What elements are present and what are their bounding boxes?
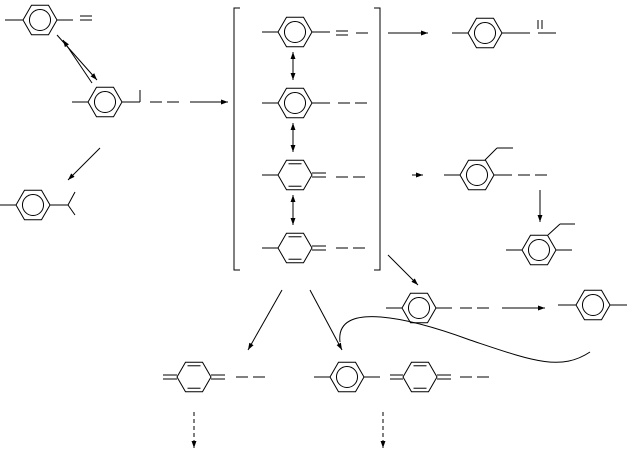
- quinoid-ring: [277, 159, 313, 191]
- molecules: [0, 4, 627, 393]
- exocyclic-double-bond: [312, 172, 326, 178]
- aromatic-circle: [28, 8, 52, 32]
- exocyclic-double-bond: [211, 374, 225, 380]
- reaction-arrow: [67, 147, 101, 181]
- double-bond: [336, 30, 348, 36]
- aromatic-circle: [21, 193, 45, 217]
- ring-outline: [277, 159, 313, 191]
- benzene-ring: [401, 292, 437, 324]
- other-marks: [233, 7, 591, 363]
- branch-bond: [67, 204, 76, 216]
- benzene-ring: [467, 17, 503, 49]
- curved-connector: [339, 316, 591, 363]
- reaction-arrow: [309, 289, 343, 351]
- quinoid-ring: [402, 361, 438, 393]
- aromatic-circle: [407, 296, 431, 320]
- aromatic-circle: [283, 91, 307, 115]
- ring-outline: [176, 361, 212, 393]
- benzene-ring: [277, 87, 313, 119]
- reaction-arrow: [56, 34, 98, 81]
- exocyclic-double-bond: [390, 374, 403, 380]
- ortho-bond: [484, 147, 498, 161]
- quinoid-ring: [277, 232, 313, 264]
- ring-outline: [402, 361, 438, 393]
- aromatic-circle: [527, 238, 551, 262]
- aromatic-circle: [335, 365, 359, 389]
- reaction-arrow: [62, 39, 93, 84]
- ring-outline: [277, 232, 313, 264]
- benzene-ring: [329, 361, 365, 393]
- benzene-ring: [575, 289, 611, 321]
- aromatic-circle: [93, 90, 117, 114]
- branch-bond: [67, 191, 76, 206]
- exocyclic-double-bond: [437, 374, 451, 380]
- aromatic-circle: [465, 163, 489, 187]
- benzene-ring: [459, 159, 495, 191]
- benzene-ring: [521, 234, 557, 266]
- reaction-arrow: [247, 289, 283, 351]
- aromatic-circle: [283, 20, 307, 44]
- bracket-right: [374, 7, 381, 271]
- exocyclic-double-bond: [163, 374, 177, 380]
- reaction-arrows: [56, 30, 545, 448]
- aromatic-circle: [473, 21, 497, 45]
- benzene-ring: [15, 189, 51, 221]
- benzene-ring: [87, 86, 123, 118]
- benzene-ring: [22, 4, 58, 36]
- double-bond: [80, 15, 92, 21]
- ortho-bond: [547, 223, 561, 236]
- exocyclic-double-bond: [312, 245, 326, 251]
- aromatic-circle: [581, 293, 605, 317]
- benzene-ring: [277, 16, 313, 48]
- bracket-left: [233, 7, 240, 271]
- resonance-bracket: [233, 7, 381, 271]
- reaction-arrow: [387, 254, 419, 286]
- quinoid-ring: [176, 361, 212, 393]
